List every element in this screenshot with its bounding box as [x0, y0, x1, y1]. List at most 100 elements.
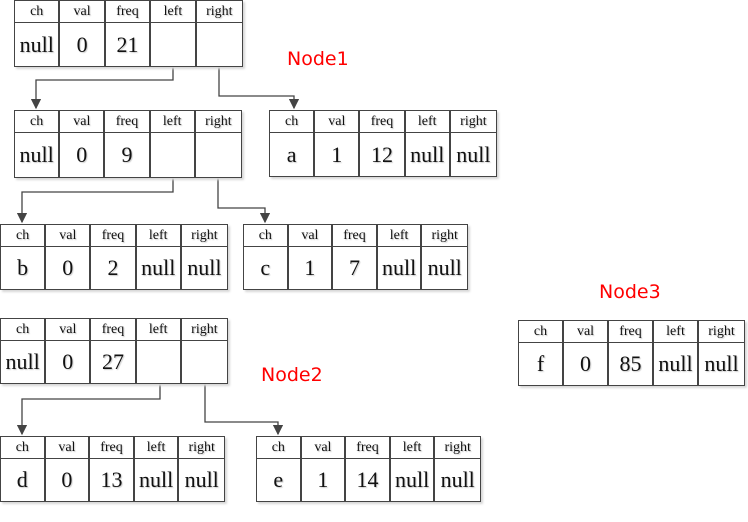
field-header-left: left — [136, 319, 182, 341]
field-header-freq: freq — [609, 321, 654, 343]
field-header-right: right — [422, 225, 467, 247]
field-value-ch: f — [519, 343, 564, 385]
field-header-right: right — [179, 437, 224, 459]
field-value-val: 1 — [302, 459, 347, 501]
field-header-ch: ch — [1, 225, 47, 247]
field-header-freq: freq — [90, 437, 135, 459]
field-header-freq: freq — [91, 225, 137, 247]
field-value-left: null — [406, 133, 451, 176]
edge-n2-root-right — [204, 362, 284, 436]
field-header-ch: ch — [1, 319, 47, 341]
field-value-freq: 85 — [609, 343, 654, 385]
field-header-val: val — [45, 437, 91, 459]
field-header-right: right — [181, 319, 227, 341]
field-value-right: null — [704, 351, 739, 376]
field-header-val: val — [46, 319, 92, 341]
field-value-ch: b — [1, 247, 47, 289]
field-header-val: val — [288, 225, 334, 247]
field-value-right: null — [184, 467, 219, 492]
field-header-freq: freq — [346, 437, 391, 459]
label-node2: Node2 — [261, 364, 323, 386]
field-header-left: left — [405, 111, 451, 133]
field-header-val: val — [564, 321, 609, 343]
field-header-left: left — [377, 225, 423, 247]
field-header-val: val — [46, 225, 92, 247]
field-header-ch: ch — [15, 111, 61, 133]
field-header-right: right — [181, 225, 227, 247]
field-value-val: 0 — [60, 23, 106, 66]
field-value-left: null — [135, 459, 180, 501]
field-value-ch: c — [244, 247, 289, 289]
field-header-left: left — [151, 1, 197, 23]
field-value-freq: 13 — [90, 459, 135, 501]
field-value-right: null — [456, 141, 491, 167]
field-value-freq: 12 — [360, 133, 406, 176]
field-header-ch: ch — [519, 321, 564, 343]
edge-n1-root-right — [218, 45, 300, 110]
field-value-ch: null — [15, 133, 61, 177]
field-value-val: 0 — [46, 247, 92, 289]
field-value-freq: 9 — [105, 133, 151, 177]
field-value-left — [151, 133, 196, 177]
field-value-val: 1 — [289, 247, 334, 289]
field-header-left: left — [136, 225, 182, 247]
field-value-val: 0 — [564, 343, 609, 385]
field-header-right: right — [699, 321, 744, 343]
field-header-ch: ch — [257, 437, 302, 459]
field-value-right: null — [440, 467, 475, 492]
field-value-left: null — [378, 247, 423, 289]
field-header-left: left — [390, 437, 436, 459]
field-value-left: null — [137, 247, 182, 289]
field-header-freq: freq — [105, 111, 151, 133]
field-value-left: null — [391, 459, 436, 501]
field-header-freq: freq — [333, 225, 378, 247]
field-header-left: left — [654, 321, 699, 343]
field-value-ch: null — [1, 341, 47, 383]
field-header-left: left — [134, 437, 180, 459]
field-value-val: 0 — [46, 341, 92, 383]
field-value-ch: e — [257, 459, 302, 501]
field-header-val: val — [60, 111, 106, 133]
edge-n1-inner-right — [217, 155, 271, 224]
field-value-freq: 7 — [333, 247, 378, 289]
field-value-left: null — [654, 343, 699, 385]
field-value-left — [151, 23, 197, 66]
field-header-ch: ch — [15, 1, 61, 23]
field-header-right: right — [450, 111, 496, 133]
field-header-freq: freq — [360, 111, 406, 133]
field-value-freq: 21 — [106, 23, 152, 66]
field-value-right — [182, 341, 227, 383]
field-header-ch: ch — [270, 111, 316, 133]
field-header-freq: freq — [91, 319, 137, 341]
field-value-right — [196, 133, 241, 177]
field-header-val: val — [315, 111, 361, 133]
field-value-left — [137, 341, 182, 383]
field-header-ch: ch — [1, 437, 46, 459]
field-header-right: right — [435, 437, 480, 459]
field-header-ch: ch — [244, 225, 289, 247]
field-header-right: right — [196, 1, 242, 23]
field-value-freq: 14 — [346, 459, 391, 501]
label-node1: Node1 — [287, 48, 349, 70]
field-value-right: null — [427, 255, 462, 280]
field-value-freq: 2 — [91, 247, 137, 289]
field-value-ch: null — [15, 23, 61, 66]
field-value-val: 0 — [60, 133, 106, 177]
field-value-freq: 27 — [91, 341, 137, 383]
field-header-val: val — [60, 1, 106, 23]
field-value-ch: a — [270, 133, 316, 176]
field-header-val: val — [301, 437, 347, 459]
field-value-val: 0 — [46, 459, 91, 501]
field-value-right — [197, 23, 242, 66]
field-value-ch: d — [1, 459, 46, 501]
field-value-right: null — [187, 255, 222, 280]
field-value-val: 1 — [315, 133, 361, 176]
